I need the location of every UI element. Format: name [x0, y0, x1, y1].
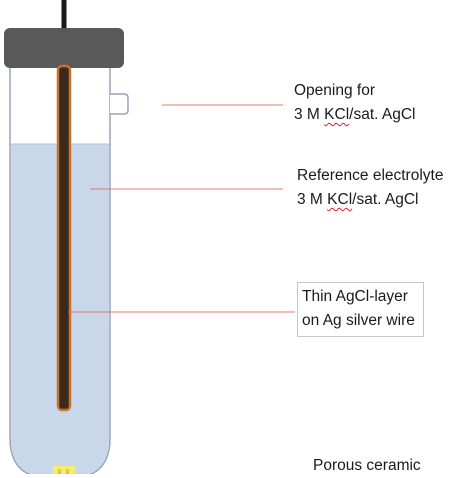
label-ceramic-text: Porous ceramic [313, 457, 421, 474]
label-opening-suffix: /sat. AgCl [349, 106, 416, 123]
label-opening-line1: Opening for [294, 82, 375, 99]
label-wire-line2: on Ag silver wire [302, 312, 415, 329]
electrode-cap [4, 28, 124, 68]
frit-pore [58, 469, 61, 474]
label-opening-prefix: 3 M [294, 106, 325, 123]
label-electrolyte-kcl: KCl [327, 191, 353, 208]
label-opening: Opening for 3 M KCl/sat. AgCl [294, 79, 415, 127]
frit-pore [66, 469, 69, 474]
filling-opening [110, 93, 129, 115]
label-opening-kcl: KCl [324, 106, 350, 123]
label-electrolyte-prefix: 3 M [297, 191, 328, 208]
silver-wire [56, 64, 72, 412]
label-electrolyte-line1: Reference electrolyte [297, 167, 444, 184]
label-wire-line1: Thin AgCl-layer [302, 288, 408, 305]
label-ceramic: Porous ceramic [313, 454, 421, 478]
label-opening-line2: 3 M KCl/sat. AgCl [294, 103, 415, 127]
porous-ceramic-frit [53, 466, 75, 474]
label-electrolyte: Reference electrolyte 3 M KCl/sat. AgCl [297, 164, 443, 212]
label-electrolyte-suffix: /sat. AgCl [352, 191, 419, 208]
label-wire: Thin AgCl-layer on Ag silver wire [297, 282, 424, 337]
label-electrolyte-line2: 3 M KCl/sat. AgCl [297, 188, 443, 212]
